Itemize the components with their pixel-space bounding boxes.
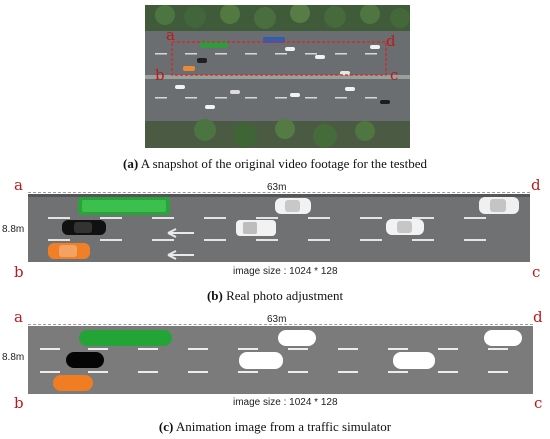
length-indicator-line	[28, 192, 530, 193]
width-label: 8.8m	[2, 352, 25, 363]
length-label: 63m	[267, 182, 287, 193]
corner-label-d: d	[386, 32, 396, 50]
aerial-photo: a d b c	[145, 5, 410, 148]
corner-label-b: b	[155, 66, 165, 84]
sim-road-graphic	[28, 326, 533, 394]
corner-label-d: d	[531, 176, 541, 194]
caption-b-text: Real photo adjustment	[222, 288, 344, 303]
corner-label-b: b	[14, 394, 24, 412]
corner-label-b: b	[14, 263, 24, 281]
photo-road-graphic	[28, 194, 530, 262]
corner-label-c: c	[532, 263, 541, 281]
corner-label-a: a	[166, 26, 175, 44]
sim-road-strip	[28, 326, 533, 394]
caption-b-prefix: (b)	[206, 288, 223, 303]
width-label: 8.8m	[2, 224, 25, 235]
image-size-label: image size : 1024 * 128	[233, 397, 338, 408]
corner-label-a: a	[14, 176, 23, 194]
length-indicator-line	[28, 324, 533, 325]
caption-a-text: A snapshot of the original video footage…	[138, 156, 427, 171]
corner-label-c: c	[390, 66, 399, 84]
caption-c-text: Animation image from a traffic simulator	[173, 419, 392, 434]
corner-label-a: a	[14, 308, 23, 326]
caption-b: (b) Real photo adjustment	[0, 288, 550, 304]
image-size-label: image size : 1024 * 128	[233, 266, 338, 277]
corner-label-c: c	[534, 394, 543, 412]
corner-label-d: d	[533, 308, 543, 326]
caption-c: (c) Animation image from a traffic simul…	[0, 419, 550, 435]
caption-c-prefix: (c)	[158, 419, 174, 434]
length-label: 63m	[267, 314, 287, 325]
aerial-photo-graphic	[145, 5, 410, 148]
photo-road-strip	[28, 194, 530, 262]
caption-a: (a) A snapshot of the original video foo…	[0, 156, 550, 172]
caption-a-prefix: (a)	[123, 156, 139, 171]
